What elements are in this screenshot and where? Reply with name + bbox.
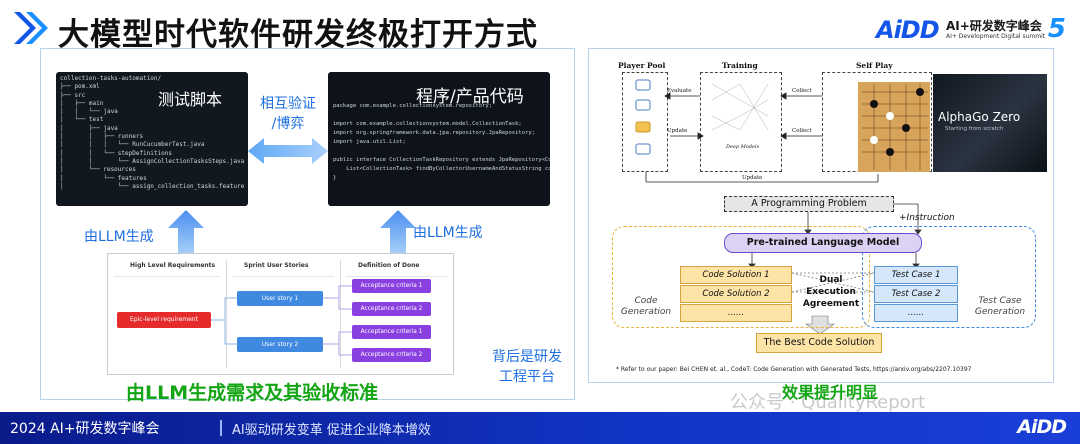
self-play-title: Self Play [856,61,893,70]
code-generation-label: Code Generation [620,296,672,317]
double-arrow-icon [248,138,328,164]
user-story-2: User story 2 [237,337,323,352]
requirements-connectors [211,285,352,356]
code-tree-line: │ ├── main [60,99,104,107]
col-done: Definition of Done [358,262,420,269]
mutual-verify-text: 相互验证 /博弈 [260,96,316,132]
code-tree-line: collection-tasks-automation/ [60,75,162,82]
summit-logo: AiDD AI+研发数字峰会 AI+ Development Digital s… [876,14,1066,48]
code-line: import com.example.collectionsystem.mode… [333,121,522,127]
code-line: public interface CollectionTaskRepositor… [333,157,550,163]
acceptance-criteria: Acceptance criteria 1 [352,279,431,293]
col-high-level: High Level Requirements [130,262,216,269]
code-line [333,111,546,120]
footer-bar [0,412,1080,444]
platform-note: 背后是研发 工程平台 [492,349,562,385]
code-tree-line: │ └── assign_collection_tasks.feature [60,182,245,190]
instruction-label: +Instruction [899,213,955,223]
generated-by-llm-right: 由LLM生成 [413,225,483,241]
logo-subtext: AI+ Development Digital summit [946,33,1046,40]
up-arrow-icon [168,210,204,254]
evaluate-label: Evaluate [667,88,692,94]
code-tree-line: │ │ └── java [60,108,118,116]
footer-logo: AiDD [1017,416,1067,438]
pretrained-model-box: Pre-trained Language Model [724,233,922,253]
code-tree-line: │ └── features [60,174,147,182]
test-script-label: 测试脚本 [158,90,223,109]
header-separator [346,276,448,277]
test-script-code: collection-tasks-automation/├── pom.xml├… [56,72,248,206]
test-case-generation-label: Test Case Generation [974,296,1026,317]
code-line: } [333,175,337,181]
player-pool-box [622,72,668,172]
best-solution-box: The Best Code Solution [756,333,882,353]
code-tree-line: │ │ ├── runners [60,133,144,141]
programming-problem-box: A Programming Problem [724,196,894,212]
acceptance-criteria: Acceptance criteria 1 [352,325,431,339]
alphago-zero-image: AlphaGo Zero Starting from scratch [933,74,1047,172]
deep-models-label: Deep Models [726,144,760,150]
dual-agreement-label: Dual Execution Agreement [802,275,860,309]
left-caption: 由LLM生成需求及其验收标准 [126,382,379,404]
logo-text: AI+研发数字峰会 [946,19,1042,33]
watermark: 公众号 · QualityReport [730,392,926,413]
footer-divider [220,420,222,436]
title-chevron-icon [14,12,48,44]
acceptance-criteria: Acceptance criteria 2 [352,348,431,362]
test-case-more: ...... [874,304,958,322]
acceptance-criteria: Acceptance criteria 2 [352,302,431,316]
update-bottom-label: Update [742,175,763,181]
code-tree-line: │ │ │ └── RunCucumberTest.java [60,141,205,149]
column-divider [226,260,227,368]
code-line: import java.util.List; [333,139,406,145]
code-tree-line: ├── pom.xml [60,83,100,91]
code-solution-2: Code Solution 2 [680,285,792,303]
code-tree-line: ├── src [60,91,86,99]
code-tree-line: │ ├── java [60,124,118,132]
footer-title: 2024 AI+研发数字峰会 [10,421,160,437]
effect-caption: 效果提升明显 [782,383,879,402]
go-board [858,82,930,172]
test-generation-zone [862,226,1036,328]
column-divider [340,260,341,368]
test-case-2: Test Case 2 [874,285,958,303]
header-separator [114,276,220,277]
code-line [333,147,546,156]
header-separator [232,276,334,277]
update-label: Update [667,128,688,134]
footer-slogan: AI驱动研发变革 促进企业降本增效 [232,423,431,438]
product-code: package com.example.collectionsystem.rep… [328,72,550,206]
code-line: import org.springframework.data.jpa.repo… [333,130,535,136]
paper-reference: * Refer to our paper: Bei CHEN et. al., … [616,366,972,373]
alphago-subtitle: Starting from scratch [945,126,1004,132]
generated-by-llm-left: 由LLM生成 [84,229,154,245]
logo-mark: AiDD [876,16,940,44]
code-tree-line: │ │ └── stepDefinitions [60,149,172,157]
test-case-1: Test Case 1 [874,266,958,284]
collect-label-bottom: Collect [792,128,812,134]
code-solution-more: ...... [680,304,792,322]
epic-requirement: Epic-level requirement [117,312,211,328]
program-label: 程序/产品代码 [416,87,524,107]
code-tree-line: │ └── test [60,116,104,124]
page-title: 大模型时代软件研发终极打开方式 [58,17,538,53]
user-story-1: User story 1 [237,291,323,306]
code-generation-zone [612,226,870,328]
col-sprint: Sprint User Stories [244,262,309,269]
logo-number: 5 [1047,14,1066,44]
code-tree-line: │ └── resources [60,166,136,174]
collect-label-top: Collect [792,88,812,94]
training-box [700,72,782,172]
code-solution-1: Code Solution 1 [680,266,792,284]
alphago-title: AlphaGo Zero [938,110,1021,124]
training-title: Training [722,61,758,70]
player-pool-title: Player Pool [618,61,666,70]
code-line: package com.example.collectionsystem.rep… [333,103,492,109]
code-tree-line: │ │ └── AssignCollectionTasksSteps.java [60,157,245,165]
code-line: List<CollectionTask> findByCollectorUser… [346,166,550,172]
up-arrow-icon [380,210,416,254]
